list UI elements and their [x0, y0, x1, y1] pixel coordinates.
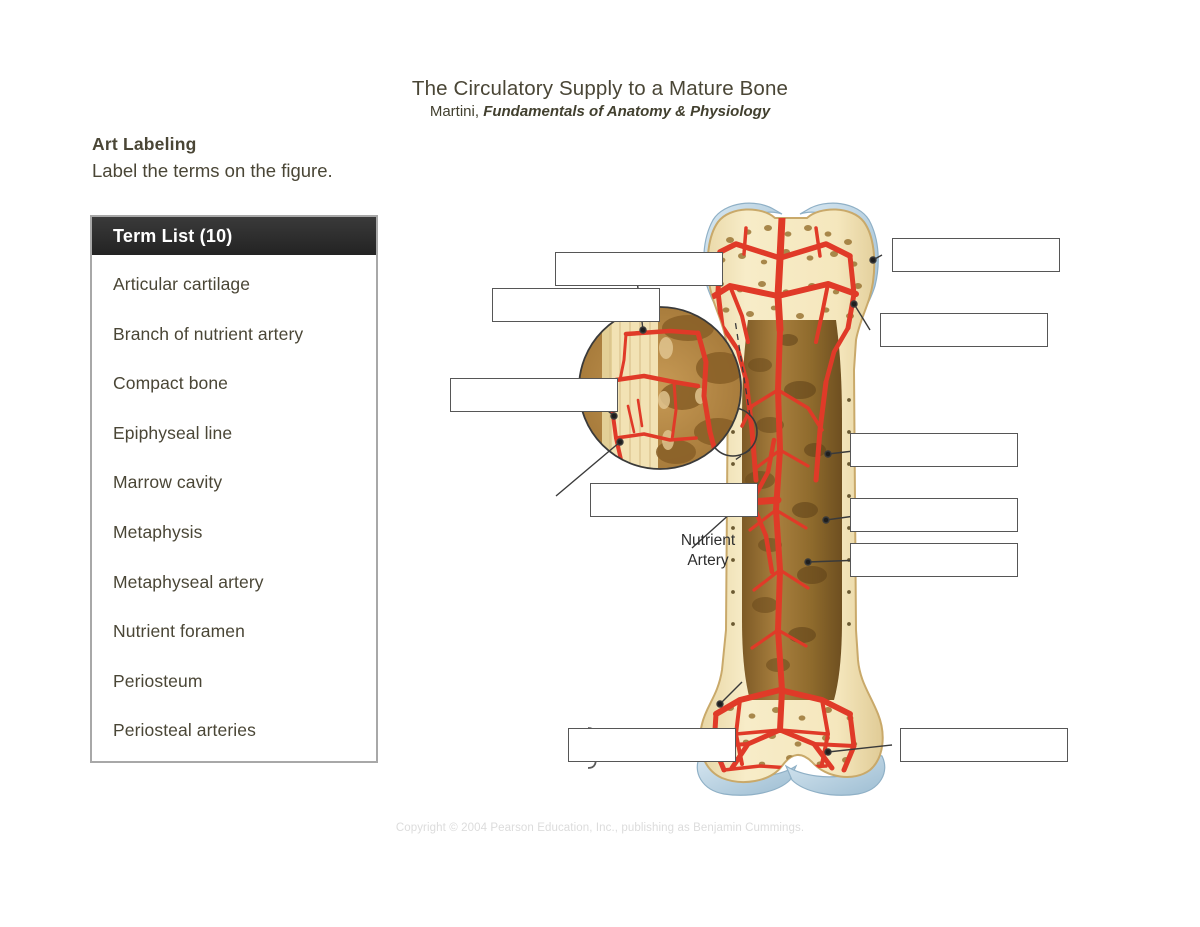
answer-box-right-3[interactable]	[850, 433, 1018, 467]
nutrient-artery-label-line1: Nutrient	[680, 532, 736, 549]
subtitle-work: Fundamentals of Anatomy & Physiology	[483, 103, 771, 120]
answer-box-bottom-right[interactable]	[900, 728, 1068, 762]
page-title: The Circulatory Supply to a Mature Bone	[411, 77, 789, 100]
term-list-item[interactable]: Articular cartilage	[113, 274, 251, 294]
answer-box-right-2[interactable]	[880, 313, 1048, 347]
term-list-item[interactable]: Nutrient foramen	[113, 621, 245, 642]
subtitle-author: Martini,	[429, 103, 480, 120]
answer-box-right-4[interactable]	[850, 498, 1018, 532]
copyright-notice: Copyright © 2004 Pearson Education, Inc.…	[395, 822, 805, 834]
title-block: The Circulatory Supply to a Mature Bone …	[0, 76, 1200, 122]
answer-box-mid-left[interactable]	[450, 378, 618, 412]
term-list-item[interactable]: Metaphysis	[113, 521, 203, 542]
nutrient-artery-label: Nutrient Artery	[663, 531, 753, 571]
bone-illustration	[521, 202, 893, 796]
inset-leader-lower	[731, 449, 751, 463]
page-subtitle: Martini, Fundamentals of Anatomy & Physi…	[0, 102, 1200, 122]
term-list: Articular cartilage Branch of nutrient a…	[92, 255, 376, 769]
arterial-network	[700, 214, 859, 773]
term-list-header: Term List (10)	[92, 217, 376, 255]
answer-box-right-5[interactable]	[850, 543, 1018, 577]
section-heading: Art Labeling	[92, 134, 197, 154]
answer-box-bottom-left[interactable]	[568, 728, 736, 762]
answer-box-lower-left[interactable]	[590, 483, 758, 517]
nutrient-artery-label-line2: Artery	[687, 552, 729, 569]
term-list-item[interactable]: Periosteum	[113, 670, 203, 691]
term-list-item[interactable]: Branch of nutrient artery	[113, 323, 304, 344]
term-list-item[interactable]: Epiphyseal line	[113, 422, 233, 443]
term-list-item[interactable]: Metaphyseal artery	[113, 571, 264, 592]
term-list-panel: Term List (10) Articular cartilage Branc…	[90, 215, 378, 763]
bone-figure	[430, 200, 1090, 810]
answer-box-right-1[interactable]	[892, 238, 1060, 272]
section-instruction: Label the terms on the figure.	[92, 160, 333, 181]
bone-body	[696, 202, 886, 796]
term-list-item[interactable]: Compact bone	[113, 373, 229, 394]
inset-leader-upper	[734, 319, 751, 417]
term-list-item[interactable]: Marrow cavity	[113, 472, 223, 493]
answer-box-top-left-1[interactable]	[555, 252, 723, 286]
term-list-item[interactable]: Periosteal arteries	[113, 720, 256, 741]
answer-box-top-left-2[interactable]	[492, 288, 660, 322]
